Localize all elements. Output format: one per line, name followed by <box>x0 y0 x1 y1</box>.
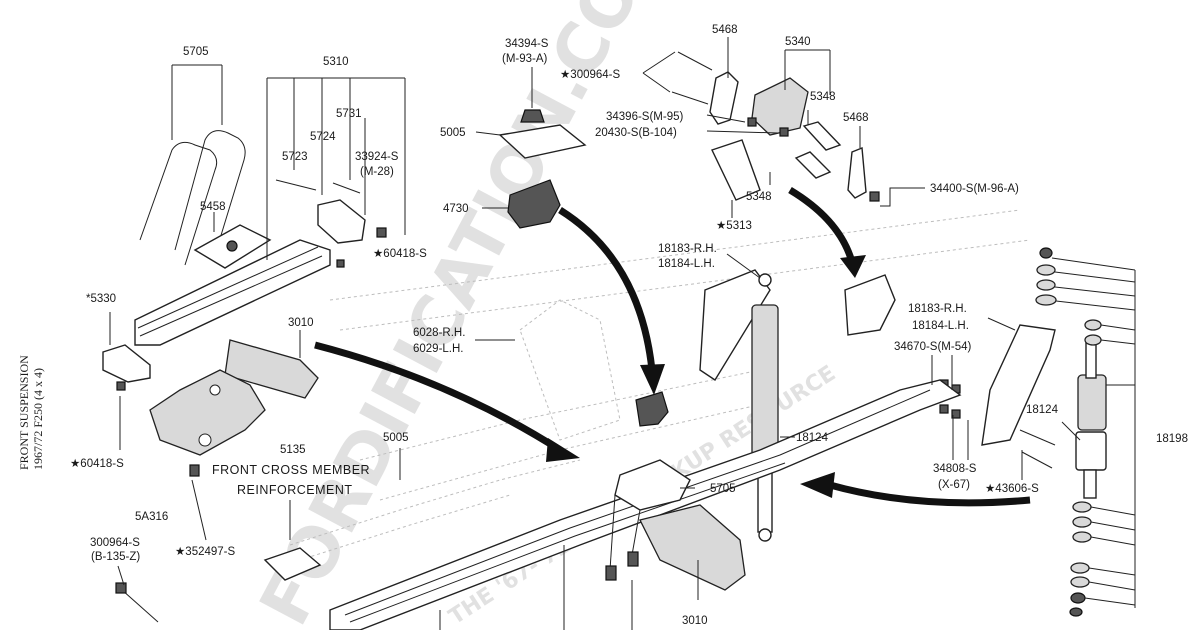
label-34670: 34670-S(M-54) <box>894 341 972 353</box>
label-18184-a: 18184-L.H. <box>658 258 715 270</box>
label-18198: 18198 <box>1156 433 1188 445</box>
arrow-bumpstop-down <box>558 207 656 371</box>
right-shock-exploded <box>939 247 1107 617</box>
label-reinforcement: REINFORCEMENT <box>237 483 353 497</box>
nut-60418-left <box>116 381 126 391</box>
label-5468-mid: 5468 <box>843 112 869 124</box>
label-5458: 5458 <box>200 201 226 213</box>
label-300964-bottom-a: 300964-S <box>90 537 140 549</box>
shock-absorber-18124 <box>751 304 779 466</box>
label-18183-a: 18183-R.H. <box>658 243 717 255</box>
left-leaf-spring-assembly <box>102 130 387 477</box>
axle-tube-left <box>224 339 319 399</box>
bushing-5348-bottom <box>794 151 832 179</box>
label-5135: 5135 <box>280 444 306 456</box>
label-18124-right: 18124 <box>1026 404 1059 416</box>
bump-stop-4730 <box>507 179 561 229</box>
label-300964-bottom-b: (B-135-Z) <box>91 551 140 563</box>
label-5468-top: 5468 <box>712 24 738 36</box>
label-18183-b: 18183-R.H. <box>908 303 967 315</box>
label-34808-b: (X-67) <box>938 479 970 491</box>
label-6028: 6028-R.H. <box>413 327 465 339</box>
side-title-line2: 1967/72 F250 (4 x 4) <box>31 368 45 470</box>
axle-tube-main <box>639 504 746 591</box>
label-front-cross-member: FRONT CROSS MEMBER <box>212 463 370 477</box>
label-34396: 34396-S(M-95) <box>606 111 684 123</box>
shock-washers-bottom <box>1069 501 1092 617</box>
label-5a316: 5A316 <box>135 511 168 523</box>
label-43606: ★43606-S <box>985 483 1039 495</box>
shackle-5724 <box>317 199 366 244</box>
shock-bracket-18183-right <box>981 324 1056 446</box>
label-5705-top: 5705 <box>183 46 209 58</box>
shock-absorber-assembly <box>699 269 896 542</box>
rear-hanger-assembly <box>671 51 880 202</box>
label-18184-b: 18184-L.H. <box>912 320 969 332</box>
shackle-plate-5468-mid <box>847 147 867 199</box>
label-6029: 6029-L.H. <box>413 343 464 355</box>
label-34394-b: (M-93-A) <box>502 53 548 65</box>
nut-34394 <box>520 109 545 123</box>
leader-lines <box>109 37 1136 630</box>
label-3010-bottom: 3010 <box>682 615 708 627</box>
label-20430: 20430-S(B-104) <box>595 127 677 139</box>
label-34394-a: 34394-S <box>505 38 549 50</box>
bump-stop-lower <box>635 391 669 427</box>
label-5705-bottom: 5705 <box>710 483 736 495</box>
label-5005-top: 5005 <box>440 127 466 139</box>
bushing-5348-top <box>802 121 842 151</box>
label-60418-left: ★60418-S <box>70 458 124 470</box>
label-34400: 34400-S(M-96-A) <box>930 183 1019 195</box>
label-5348-bottom: 5348 <box>746 191 772 203</box>
label-5724: 5724 <box>310 131 336 143</box>
label-60418-top: ★60418-S <box>373 248 427 260</box>
label-33924-b: (M-28) <box>360 166 394 178</box>
arrow-left-to-center <box>314 341 562 453</box>
label-18124-mid: 18124 <box>796 432 829 444</box>
side-title-line1: FRONT SUSPENSION <box>17 355 31 470</box>
label-5310: 5310 <box>323 56 349 68</box>
front-leaf-spring-main <box>115 379 962 630</box>
label-3010-left: 3010 <box>288 317 314 329</box>
arrow-right-to-center <box>829 481 1031 507</box>
label-5340: 5340 <box>785 36 811 48</box>
arrow-hanger-down <box>788 186 856 264</box>
leaf-spring-left <box>134 239 331 346</box>
bolt-43606-2 <box>1021 451 1053 469</box>
label-5348-top: 5348 <box>810 91 836 103</box>
label-300964-top: ★300964-S <box>560 69 621 81</box>
spring-hanger-5340 <box>751 77 809 136</box>
label-34808-a: 34808-S <box>933 463 977 475</box>
label-5723: 5723 <box>282 151 308 163</box>
part-labels: 5705 5310 5731 5724 5723 33924-S (M-28) … <box>70 24 1188 627</box>
label-5005-bottom: 5005 <box>383 432 409 444</box>
label-33924-a: 33924-S <box>355 151 399 163</box>
label-5330: *5330 <box>86 293 116 305</box>
label-5313: ★5313 <box>716 220 752 232</box>
shock-bracket-upper <box>844 274 896 336</box>
label-352497: ★352497-S <box>175 546 236 558</box>
bolt-43606-1 <box>1019 429 1056 446</box>
side-title: FRONT SUSPENSION 1967/72 F250 (4 x 4) <box>17 355 45 470</box>
bump-stop-assembly <box>498 109 669 427</box>
shock-bracket-18183-left <box>699 269 771 381</box>
bump-stop-bracket-5005 <box>498 124 587 159</box>
spring-eye-5313 <box>711 139 761 201</box>
shock-washers-top <box>1035 247 1102 346</box>
bolt-300964-bottom <box>121 589 159 623</box>
pivot-bracket-5a316 <box>149 369 266 456</box>
shock-absorber-18198 <box>1077 374 1107 431</box>
label-4730: 4730 <box>443 203 469 215</box>
assembly-arrows <box>314 186 1031 507</box>
nut-352497 <box>189 464 200 477</box>
u-bolt-left-2 <box>174 130 246 256</box>
watermark-main: FORDIFICATION.COM <box>245 0 688 630</box>
bracket-5330 <box>102 344 151 383</box>
label-5731: 5731 <box>336 108 362 120</box>
